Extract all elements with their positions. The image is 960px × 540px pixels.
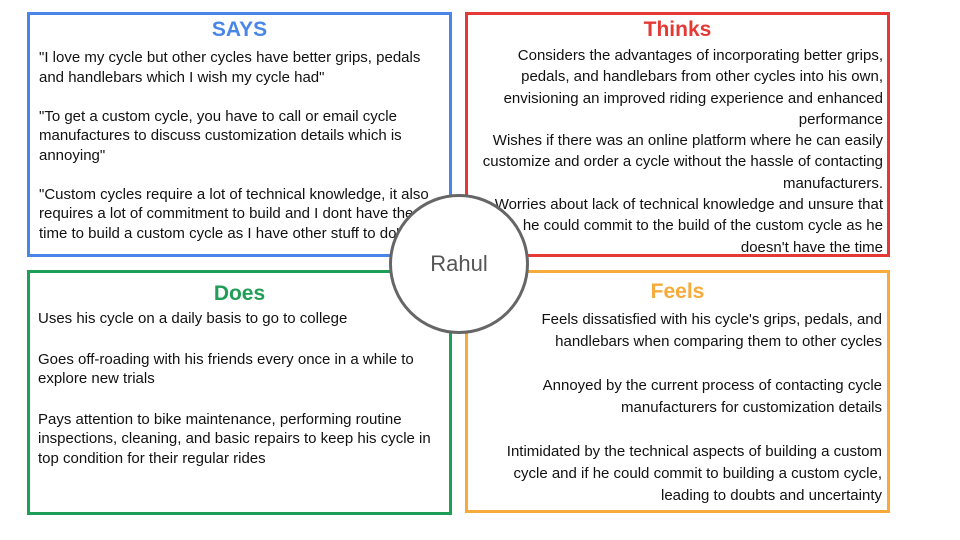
thinks-title: Thinks [643,18,712,41]
thinks-quadrant: Thinks Considers the advantages of incor… [465,12,890,257]
does-title: Does [213,282,266,305]
says-item-3: "Custom cycles require a lot of technica… [39,185,429,242]
does-list: Uses his cycle on a daily basis to go to… [38,309,446,468]
feels-item-3: Intimidated by the technical aspects of … [506,443,882,504]
persona-circle: Rahul [389,194,529,334]
thinks-item-1: Considers the advantages of incorporatin… [503,47,883,128]
does-item-1: Uses his cycle on a daily basis to go to… [38,310,348,327]
thinks-list: Considers the advantages of incorporatin… [476,45,883,256]
feels-quadrant: Feels Feels dissatisfied with his cycle'… [465,270,890,513]
persona-name: Rahul [430,251,488,276]
says-list: "I love my cycle but other cycles have b… [39,48,441,243]
feels-title: Feels [650,280,705,303]
does-item-2: Goes off-roading with his friends every … [38,350,414,388]
says-quadrant: SAYS "I love my cycle but other cycles h… [27,12,452,257]
does-item-3: Pays attention to bike maintenance, perf… [38,410,431,467]
does-quadrant: Does Uses his cycle on a daily basis to … [27,270,452,515]
thinks-item-3: Worries about lack of technical knowledg… [494,196,883,256]
says-title: SAYS [211,18,268,41]
feels-list: Feels dissatisfied with his cycle's grip… [476,309,882,507]
says-item-1: "I love my cycle but other cycles have b… [39,49,421,86]
feels-item-1: Feels dissatisfied with his cycle's grip… [541,311,882,350]
feels-item-2: Annoyed by the current process of contac… [542,377,882,416]
thinks-item-2: Wishes if there was an online platform w… [482,132,883,192]
says-item-2: "To get a custom cycle, you have to call… [39,107,402,164]
